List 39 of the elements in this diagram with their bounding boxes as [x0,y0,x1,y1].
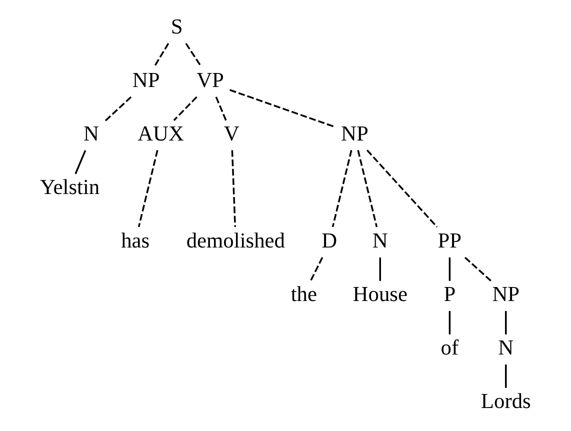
connector [464,256,492,282]
node-text: has [121,228,150,252]
connector [332,150,352,228]
node-text: P [444,282,456,306]
node-text: NP [492,282,520,306]
connector [357,150,378,228]
node-text: Yelstin [40,174,100,199]
node-text: D [322,228,338,252]
connector [229,89,336,128]
connector [310,257,324,282]
node-text: VP [196,68,224,92]
connector [74,150,86,174]
node-text: N [498,335,514,360]
node-text: S [170,14,183,38]
connector [448,257,451,281]
connector [505,364,507,388]
node-text: NP [132,68,160,92]
connector [138,150,158,228]
node-text: AUX [138,121,184,146]
connector [366,150,438,228]
connector [448,310,451,334]
connector [104,96,132,122]
node-text: NP [341,121,368,146]
node-text: Lords [480,388,531,413]
connector [173,96,198,121]
node-text: V [224,121,240,146]
connector [231,150,236,227]
node-text: demolished [186,228,285,252]
connector [379,257,381,281]
node-text: the [290,282,317,306]
connector [185,42,202,68]
node-text: PP [438,228,462,252]
node-text: House [352,282,408,306]
connector [154,43,170,68]
node-text: N [83,121,99,146]
node-text: of [440,335,459,360]
connector [505,310,507,334]
connector [215,96,227,121]
node-text: N [372,228,388,252]
